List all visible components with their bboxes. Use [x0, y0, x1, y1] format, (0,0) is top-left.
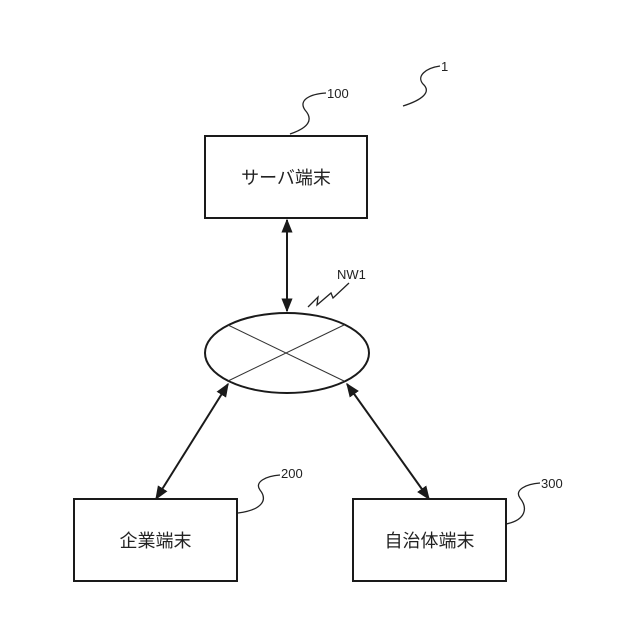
network-leader-line — [308, 283, 349, 307]
server-ref-label: 100 — [327, 86, 349, 101]
municipality-terminal-box: 自治体端末 — [352, 498, 507, 582]
company-terminal-box: 企業端末 — [73, 498, 238, 582]
server-leader-line — [290, 93, 326, 134]
network-company-arrow — [156, 384, 228, 499]
municipality-leader-line — [506, 483, 540, 524]
server-terminal-box: サーバ端末 — [204, 135, 368, 219]
network-ref-label: NW1 — [337, 267, 366, 282]
company-terminal-label: 企業端末 — [120, 527, 192, 553]
municipality-ref-label: 300 — [541, 476, 563, 491]
server-terminal-label: サーバ端末 — [241, 164, 331, 190]
company-leader-line — [238, 475, 280, 513]
system-leader-line — [403, 66, 440, 106]
system-ref-label: 1 — [441, 59, 448, 74]
network-municipality-arrow — [347, 384, 429, 499]
company-ref-label: 200 — [281, 466, 303, 481]
municipality-terminal-label: 自治体端末 — [385, 527, 475, 553]
